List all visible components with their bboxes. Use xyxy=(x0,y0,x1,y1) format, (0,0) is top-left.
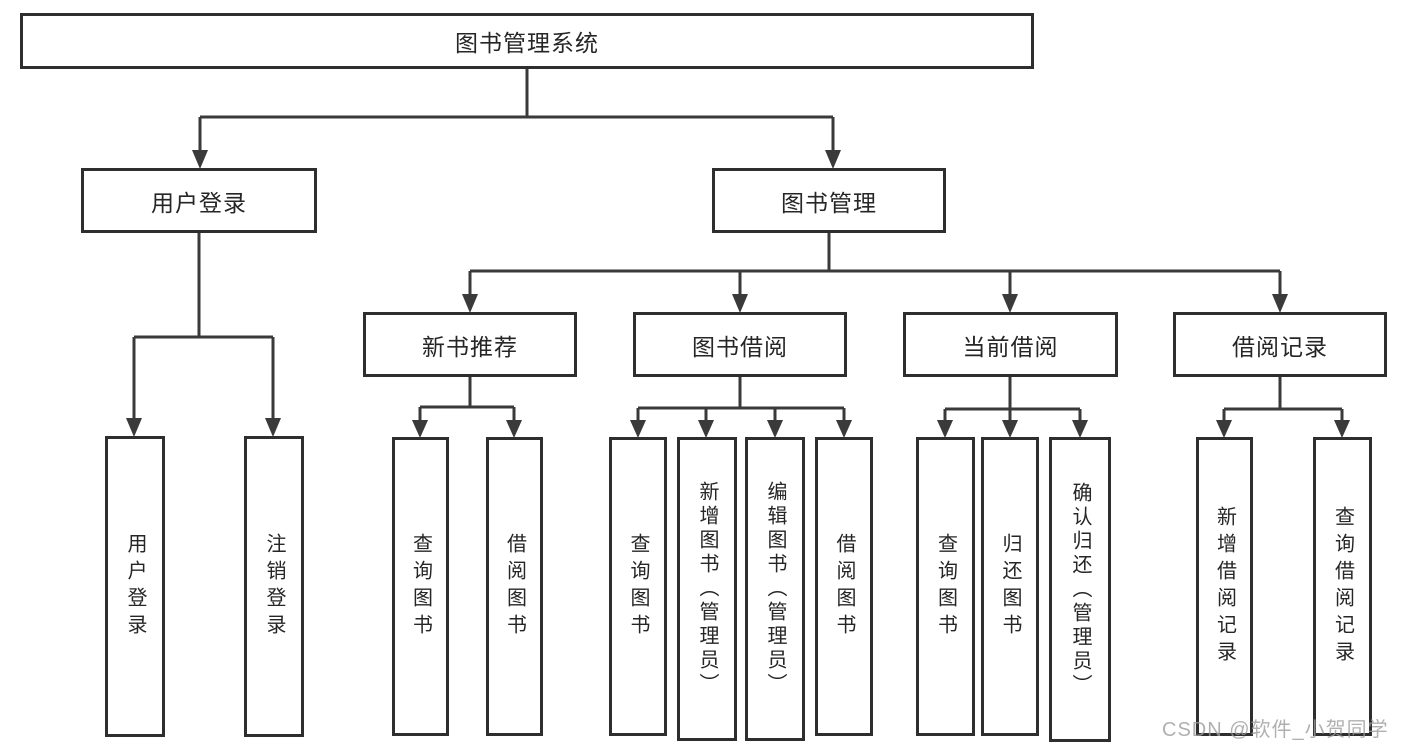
leaf-label: 用户登录 xyxy=(124,532,146,641)
node-borrowing-records: 借阅记录 xyxy=(1173,312,1387,377)
leaf-query-books-recommend: 查询图书 xyxy=(392,437,449,736)
leaf-label: 查询图书 xyxy=(934,532,957,641)
node-current-borrowing: 当前借阅 xyxy=(903,312,1118,377)
node-system-root: 图书管理系统 xyxy=(20,13,1034,69)
leaf-label: 新增图书（管理员） xyxy=(696,481,718,697)
leaf-label: 查询借阅记录 xyxy=(1331,505,1354,668)
leaf-add-borrow-record: 新增借阅记录 xyxy=(1196,437,1253,736)
arrowheads xyxy=(126,150,1350,438)
leaf-label: 归还图书 xyxy=(999,532,1021,641)
leaf-label: 注销登录 xyxy=(263,532,285,641)
leaf-query-books-borrowing: 查询图书 xyxy=(609,437,667,736)
leaf-label: 新增借阅记录 xyxy=(1213,505,1236,668)
leaf-add-book-admin: 新增图书（管理员） xyxy=(677,437,737,741)
node-user-login: 用户登录 xyxy=(81,168,317,233)
leaf-edit-book-admin: 编辑图书（管理员） xyxy=(745,437,805,741)
leaf-label: 借阅图书 xyxy=(503,532,526,641)
node-new-book-recommendation: 新书推荐 xyxy=(363,312,577,377)
leaf-return-books: 归还图书 xyxy=(981,437,1039,736)
leaf-label: 借阅图书 xyxy=(833,532,855,641)
leaf-label: 编辑图书（管理员） xyxy=(764,481,786,697)
csdn-watermark: CSDN @软件_小贺同学 xyxy=(1162,719,1389,741)
node-book-management: 图书管理 xyxy=(712,168,946,233)
leaf-confirm-return-admin: 确认归还（管理员） xyxy=(1049,437,1111,742)
leaf-label: 查询图书 xyxy=(409,532,432,641)
node-book-borrowing: 图书借阅 xyxy=(633,312,847,377)
leaf-user-login: 用户登录 xyxy=(105,436,165,737)
leaf-logout: 注销登录 xyxy=(244,436,304,737)
leaf-borrow-books-borrowing: 借阅图书 xyxy=(815,437,873,736)
leaf-query-books-current: 查询图书 xyxy=(916,437,975,736)
leaf-borrow-books-recommend: 借阅图书 xyxy=(486,437,543,736)
leaf-label: 确认归还（管理员） xyxy=(1069,481,1091,698)
leaf-query-borrow-record: 查询借阅记录 xyxy=(1313,437,1372,736)
leaf-label: 查询图书 xyxy=(627,532,649,641)
